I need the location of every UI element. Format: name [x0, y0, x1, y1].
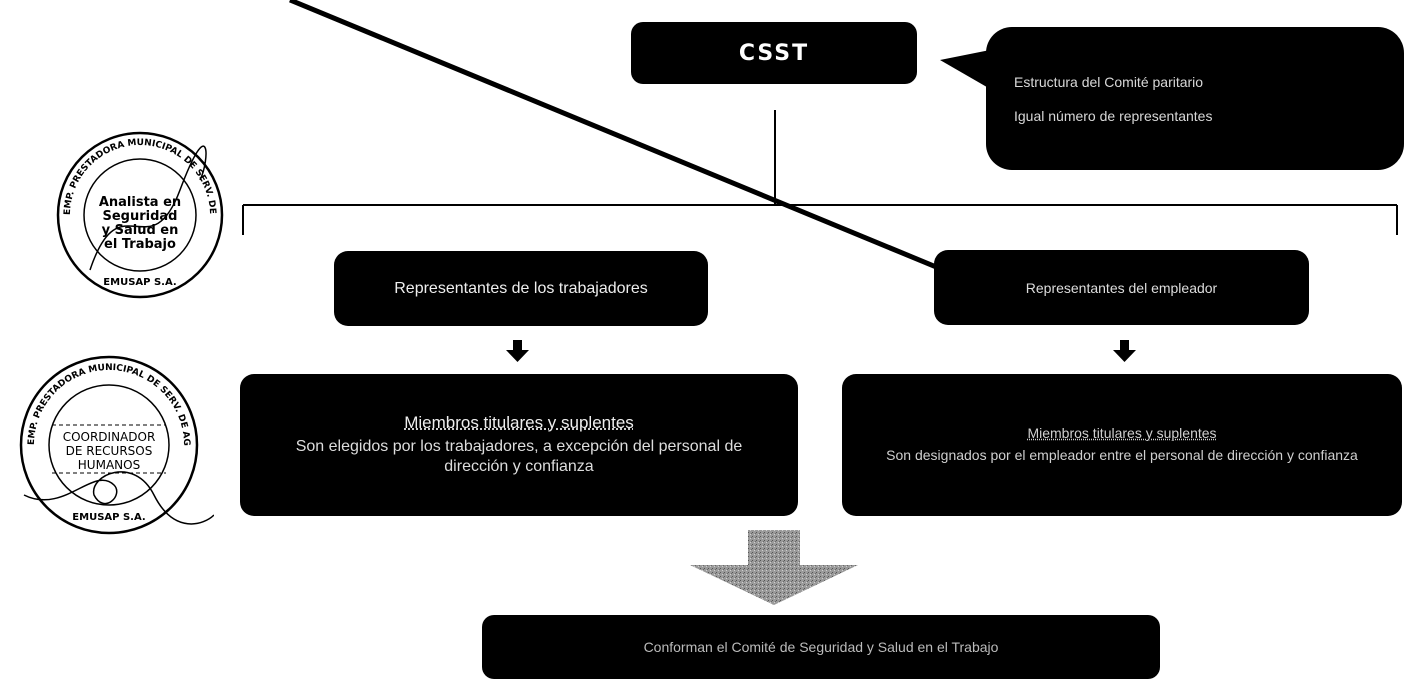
workers-members-title: Miembros titulares y suplentes — [404, 413, 634, 432]
down-arrow-icon-left — [506, 340, 529, 362]
result-label: Conforman el Comité de Seguridad y Salud… — [643, 639, 999, 655]
analyst-signature-scribble — [89, 145, 207, 271]
analyst-seal-stamp: EMP. PRESTADORA MUNICIPAL DE SERV. DE AG… — [40, 120, 224, 299]
employer-members-title: Miembros titulares y suplentes — [1027, 425, 1217, 441]
analyst-seal-line-1: Analista en — [99, 195, 181, 210]
callout-box: Estructura del Comité paritario Igual nú… — [986, 27, 1404, 170]
diagonal-strike-line — [289, 0, 959, 279]
employer-members-description: Son designados por el empleador entre el… — [886, 447, 1358, 463]
callout-pointer — [940, 48, 1000, 90]
big-down-arrow-icon — [690, 530, 858, 605]
csst-title: CSST — [738, 40, 810, 66]
coordinator-seal-bottom-text: EMUSAP S.A. — [72, 512, 145, 523]
result-box: Conforman el Comité de Seguridad y Salud… — [482, 615, 1160, 679]
csst-box: CSST — [631, 22, 917, 84]
analyst-seal-line-2: Seguridad — [103, 209, 178, 224]
callout-line-2: Igual número de representantes — [1014, 107, 1213, 124]
coordinator-signature-scribble — [23, 471, 214, 525]
workers-representatives-box: Representantes de los trabajadores — [334, 251, 708, 326]
analyst-seal-bottom-text: EMUSAP S.A. — [103, 277, 176, 288]
analyst-seal-line-4: el Trabajo — [104, 237, 176, 252]
callout-line-1: Estructura del Comité paritario — [1014, 73, 1204, 90]
workers-members-description: Son elegidos por los trabajadores, a exc… — [295, 438, 743, 475]
employer-representatives-box: Representantes del empleador — [934, 250, 1309, 325]
coordinator-seal-line-1: COORDINADOR — [63, 430, 156, 444]
employer-representatives-label: Representantes del empleador — [1025, 279, 1218, 296]
coordinator-seal-stamp: EMP. PRESTADORA MUNICIPAL DE SERV. DE AG… — [4, 345, 214, 535]
workers-members-box: Miembros titulares y suplentes Son elegi… — [240, 374, 798, 516]
workers-representatives-label: Representantes de los trabajadores — [394, 279, 648, 297]
coordinator-seal-line-2: DE RECURSOS — [66, 444, 153, 458]
down-arrow-icon-right — [1113, 340, 1136, 362]
coordinator-seal-line-3: HUMANOS — [78, 458, 140, 472]
employer-members-box: Miembros titulares y suplentes Son desig… — [842, 374, 1402, 516]
